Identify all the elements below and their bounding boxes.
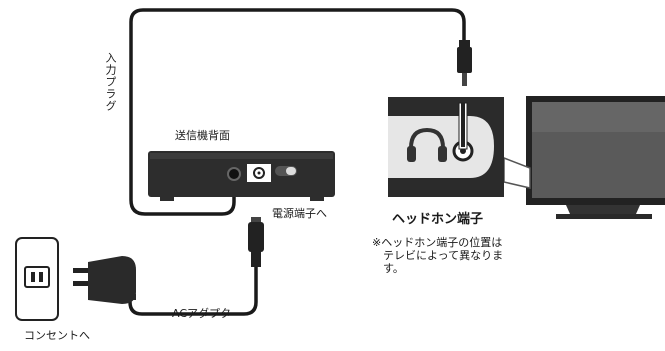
ac-adapter	[73, 256, 136, 304]
transmitter-back-label: 送信機背面	[175, 129, 230, 142]
ac-adapter-label: ACアダプター	[172, 307, 243, 320]
wall-outlet	[15, 237, 59, 321]
input-plug-label: 入力プラグ	[104, 52, 117, 112]
input-cable	[129, 8, 466, 216]
outlet-label: コンセントへ	[24, 329, 90, 342]
transmitter	[148, 151, 335, 201]
power-cable	[128, 266, 258, 316]
headphone-terminal-label: ヘッドホン端子	[392, 212, 484, 227]
headphone-icon	[407, 127, 447, 162]
input-plug	[457, 40, 472, 86]
power-plug	[248, 217, 264, 267]
television	[526, 96, 665, 219]
power-terminal-label: 電源端子へ	[272, 207, 327, 220]
headphone-callout	[388, 97, 504, 197]
position-note: ※ヘッドホン端子の位置は テレビによって異なりま す。	[372, 236, 504, 275]
